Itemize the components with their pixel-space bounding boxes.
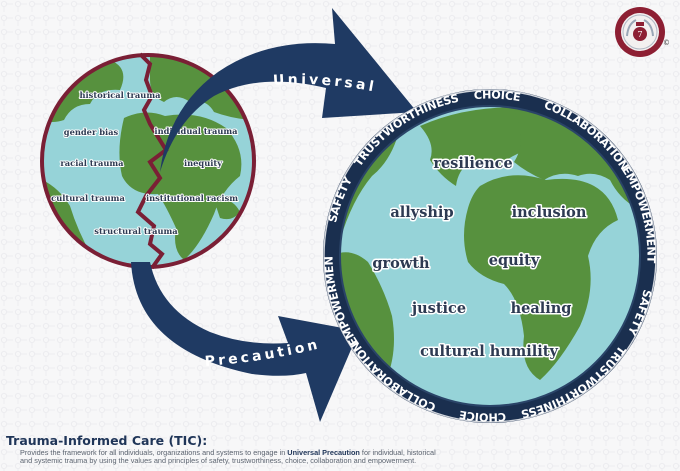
term-racial-trauma: racial trauma (60, 158, 124, 168)
copyright-mark: © (663, 39, 670, 47)
footer-title: Trauma-Informed Care (TIC): (6, 433, 208, 448)
big-globe-outline (339, 105, 641, 407)
ring-outer-edge (323, 89, 657, 423)
term-gender-bias: gender bias (64, 127, 119, 137)
footer-body-text-end: for individual, historical and systemic … (20, 448, 436, 466)
small-globe-land (42, 55, 250, 260)
term-institutional-racism: institutional racism (146, 193, 238, 203)
term-cultural-trauma: cultural trauma (51, 193, 125, 203)
term-historical-trauma: historical trauma (80, 90, 162, 100)
term-allyship: allyship (390, 204, 453, 221)
crack-line (135, 52, 169, 270)
term-cultural-humility: cultural humility (420, 343, 558, 360)
organization-seal-icon: 7 (615, 7, 665, 57)
footer-description: Provides the framework for all individua… (20, 448, 440, 466)
term-inequity: inequity (184, 158, 223, 168)
term-inclusion: inclusion (512, 204, 587, 221)
term-resilience: resilience (433, 155, 512, 172)
term-justice: justice (410, 300, 466, 317)
ring-word-choice: CHOICE (458, 408, 506, 424)
term-equity: equity (489, 252, 540, 269)
term-growth: growth (372, 255, 430, 272)
universal-arrow-shape (160, 8, 417, 172)
footer-body-emphasis: Universal Precaution (287, 448, 360, 457)
precaution-arrow-shape (131, 262, 359, 422)
footer: Trauma-Informed Care (TIC): Provides the… (6, 434, 676, 466)
ring-word-choice: CHOICE (473, 88, 521, 104)
term-healing: healing (511, 300, 572, 317)
precaution-arrow: Precaution (131, 262, 359, 422)
footer-body-text: Provides the framework for all individua… (20, 448, 288, 457)
term-individual-trauma: individual trauma (154, 126, 238, 136)
svg-text:7: 7 (637, 30, 642, 39)
term-structural-trauma: structural trauma (94, 226, 178, 236)
